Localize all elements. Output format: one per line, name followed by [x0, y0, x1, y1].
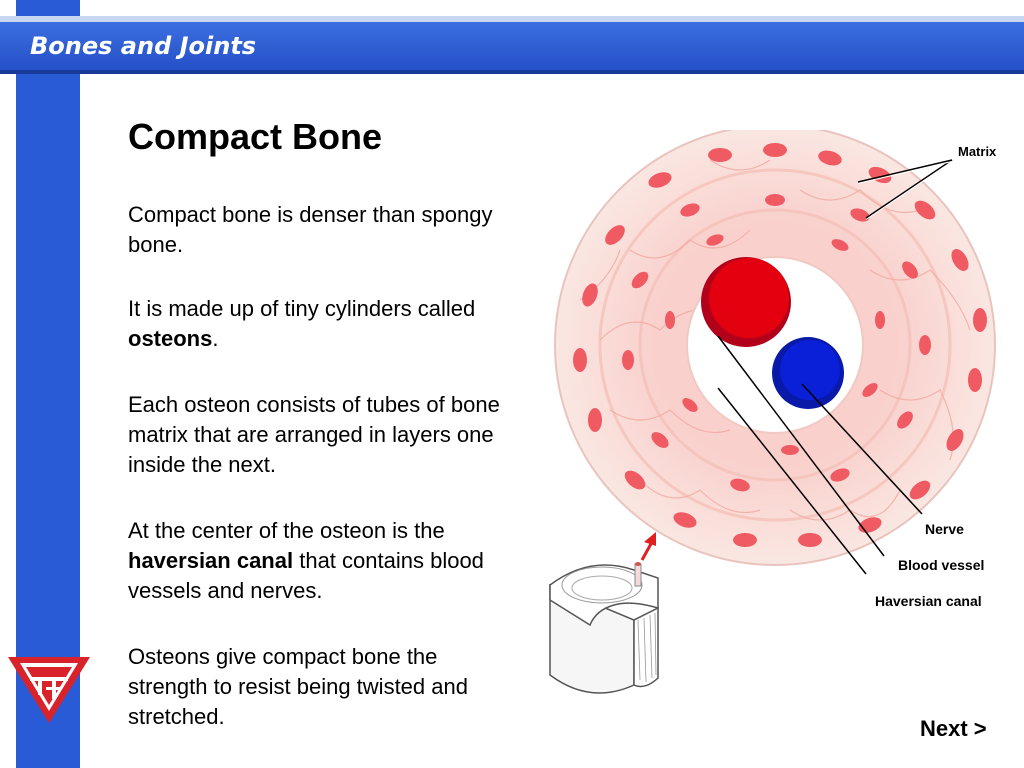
zoom-arrow-icon — [640, 532, 656, 561]
header-bar — [0, 22, 1024, 70]
next-button[interactable]: Next > — [920, 716, 987, 741]
header-title: Bones and Joints — [30, 32, 257, 60]
term-haversian-canal: haversian canal — [128, 548, 294, 573]
term-osteons: osteons — [128, 326, 213, 351]
label-haversian-canal: Haversian canal — [875, 593, 982, 609]
nerve — [780, 340, 840, 400]
osteon-diagram — [549, 130, 996, 694]
paragraph-2: It is made up of tiny cylinders called o… — [128, 294, 508, 354]
label-blood-vessel: Blood vessel — [898, 557, 985, 573]
label-nerve: Nerve — [925, 521, 964, 537]
bone-segment-illustration — [549, 562, 659, 694]
paragraph-4-end: that contains blood vessels and nerves. — [128, 548, 484, 603]
paragraph-4: At the center of the osteon is the haver… — [128, 516, 508, 606]
slide-title: Compact Bone — [128, 116, 383, 157]
blood-vessel — [709, 258, 789, 338]
header-shadow — [0, 70, 1024, 74]
paragraph-2-end: . — [212, 326, 219, 351]
label-leader-lines — [717, 159, 953, 575]
paragraph-3: Each osteon consists of tubes of bone ma… — [128, 392, 500, 477]
osteocytes — [573, 143, 987, 547]
publisher-logo — [8, 657, 90, 723]
label-matrix: Matrix — [958, 144, 997, 159]
paragraph-1: Compact bone is denser than spongy bone. — [128, 202, 493, 257]
sidebar-bar — [16, 0, 80, 768]
top-stripe — [0, 16, 1024, 22]
paragraph-5: Osteons give compact bone the strength t… — [128, 644, 468, 729]
paragraph-2-text: It is made up of tiny cylinders called — [128, 296, 476, 321]
paragraph-4-text: At the center of the osteon is the — [128, 518, 445, 543]
